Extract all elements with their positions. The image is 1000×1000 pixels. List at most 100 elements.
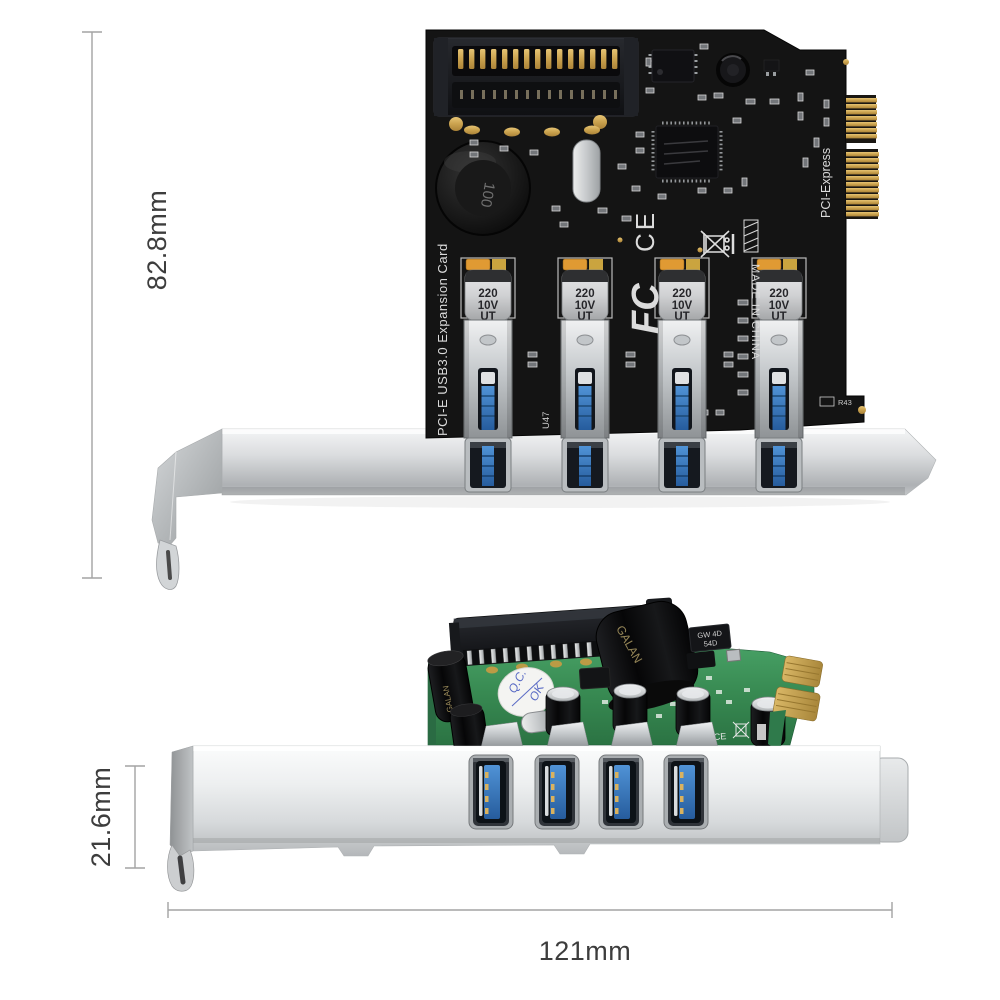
white-bar [757,724,766,740]
usb-port [755,437,803,493]
pcb-edge-sliver [768,710,786,752]
pcie-edge-connector [846,95,879,219]
bracket-mount-tab [151,428,223,546]
gold-fingers [846,98,879,217]
sata-power-connector [433,37,639,137]
usb-shell-tops [480,721,719,749]
pin1-dot [657,69,663,75]
dimension-bracket-height [125,765,145,869]
usb-port [534,754,580,830]
usb-port-shell [657,319,707,439]
fuse [465,258,491,271]
cap-marking-1: 220 [672,288,691,300]
usb-port-shell [463,319,513,439]
inductor-core [455,160,511,216]
ref-u47: U47 [541,412,552,429]
power-inductor: 100 [435,140,531,236]
sata-pins [458,49,618,69]
filter-capacitors: 220 10V UT 220 10V UT 220 [460,257,807,323]
electrolytic-capacitor: 220 10V UT [751,257,807,323]
sata-lower-cavity [452,82,620,108]
weee-icon [700,230,735,258]
usb-port-shell [754,319,804,439]
usb-port [464,437,512,493]
usb-port [598,754,644,830]
usb-shells-top-view [463,319,804,439]
sticker-divider [511,677,543,707]
crystal-oscillator [572,139,601,203]
bracket-bottom-shade [193,838,880,843]
weee-icon-small [732,721,750,739]
fuse-pad [492,259,506,270]
electrolytic-capacitor: 220 10V UT [557,257,613,323]
diode-marking-2: 54D [703,638,718,648]
usb-ports-through-bracket [464,437,803,493]
cap-marking-2: 10V [575,300,596,312]
pcie-silkscreen-text: PCI-Express [819,148,833,218]
top-view-photo: 100 [151,29,937,590]
sata-end-left [434,38,448,116]
sot23-transistor [763,59,780,76]
galan-capacitor-center: GALAN [595,600,699,712]
cap-crimp [465,270,511,282]
sata-end-right [624,38,638,116]
small-inductor-coil [716,53,750,87]
side-compliance-marks: CE [713,721,766,742]
cap-marking-2: 10V [769,300,790,312]
sata-pin-legs [460,90,617,99]
usb-port [561,437,609,493]
via-pads [617,59,866,414]
hatched-bar [743,219,759,253]
tab-fold-line [169,451,177,541]
dimension-height [82,31,102,579]
height-label: 82.8mm [142,190,172,291]
bracket-left-fold [169,745,194,857]
bracket-shadow [230,496,890,508]
cap-marking-1: 220 [575,288,594,300]
length-label: 121mm [539,936,632,966]
electrolytic-capacitor: 220 10V UT [460,257,516,323]
ce-mark: CE [630,210,660,252]
bracket-height-label: 21.6mm [86,767,116,868]
ce-mark-small: CE [713,731,726,742]
diode-chip: GW 4D 54D [688,623,732,653]
soic-chip [648,49,698,83]
usb-port [658,437,706,493]
solder-pads [449,115,607,137]
ref-r43: R43 [838,398,852,407]
fcc-mark: FC [625,283,667,334]
qc-sticker: Q.C. OK [497,667,555,717]
coil-highlight [721,55,742,62]
screw-slot-side [177,855,186,885]
usb-port-shell [560,319,610,439]
dimension-length [167,902,893,918]
cap-marking-1: 220 [769,288,788,300]
cap-marking-1: 220 [478,288,497,300]
cap-marking-2: 10V [672,300,693,312]
side-pci-bracket [167,745,881,892]
diode-marking-1: GW 4D [697,629,723,641]
pcb-left-edge [428,660,436,745]
cap-marking-2: 10V [478,300,499,312]
metal-component [725,648,742,663]
side-view-photo: GALAN GALAN GW 4D 54D Q.C. OK [167,597,909,892]
screw-slot [166,550,172,580]
black-capacitor [612,683,648,734]
chip-marking-line [663,160,701,165]
r43-outline [819,396,835,407]
bracket-top-highlight [193,746,880,751]
electrolytic-capacitor: 220 10V UT [654,257,710,323]
usb3-controller-chip [651,121,723,183]
usb-ports-front [468,754,709,830]
top-pci-bracket [151,428,937,590]
chip-marking-line [663,140,709,145]
small-chip [686,650,716,670]
usb-port [663,754,709,830]
inductor-value-label: 100 [477,181,498,209]
soic-chip-side [578,666,612,690]
smd-components [469,43,830,416]
usb-port [468,754,514,830]
made-in-china-text: MADE IN CHINA [749,264,761,360]
